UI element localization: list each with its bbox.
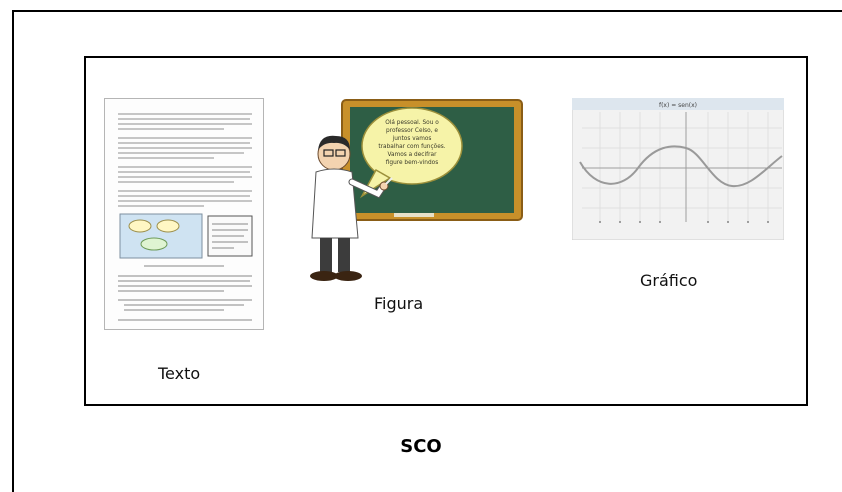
sine-graph-thumbnail: f(x) = sen(x) [572,98,784,240]
bubble-line-6: figure bem-vindos [386,160,438,166]
graph-title: f(x) = sen(x) [659,102,697,109]
caption-figura: Figura [374,294,424,313]
caption-texto: Texto [158,364,201,383]
bubble-line-3: juntos vamos [392,136,432,142]
bubble-line-5: Vamos a decifrar [388,152,438,158]
slide-frame [12,10,842,492]
bubble-line-1: Olá pessoal. Sou o [385,119,439,126]
bubble-line-2: professor Celso, e [386,128,438,134]
sco-label: SCO [400,436,442,457]
bubble-line-4: trabalhar com funções. [378,144,445,150]
teacher-chalkboard-figure: Olá pessoal. Sou o professor Celso, e ju… [310,99,523,281]
text-document-thumbnail [104,98,264,330]
caption-grafico: Gráfico [640,271,698,290]
